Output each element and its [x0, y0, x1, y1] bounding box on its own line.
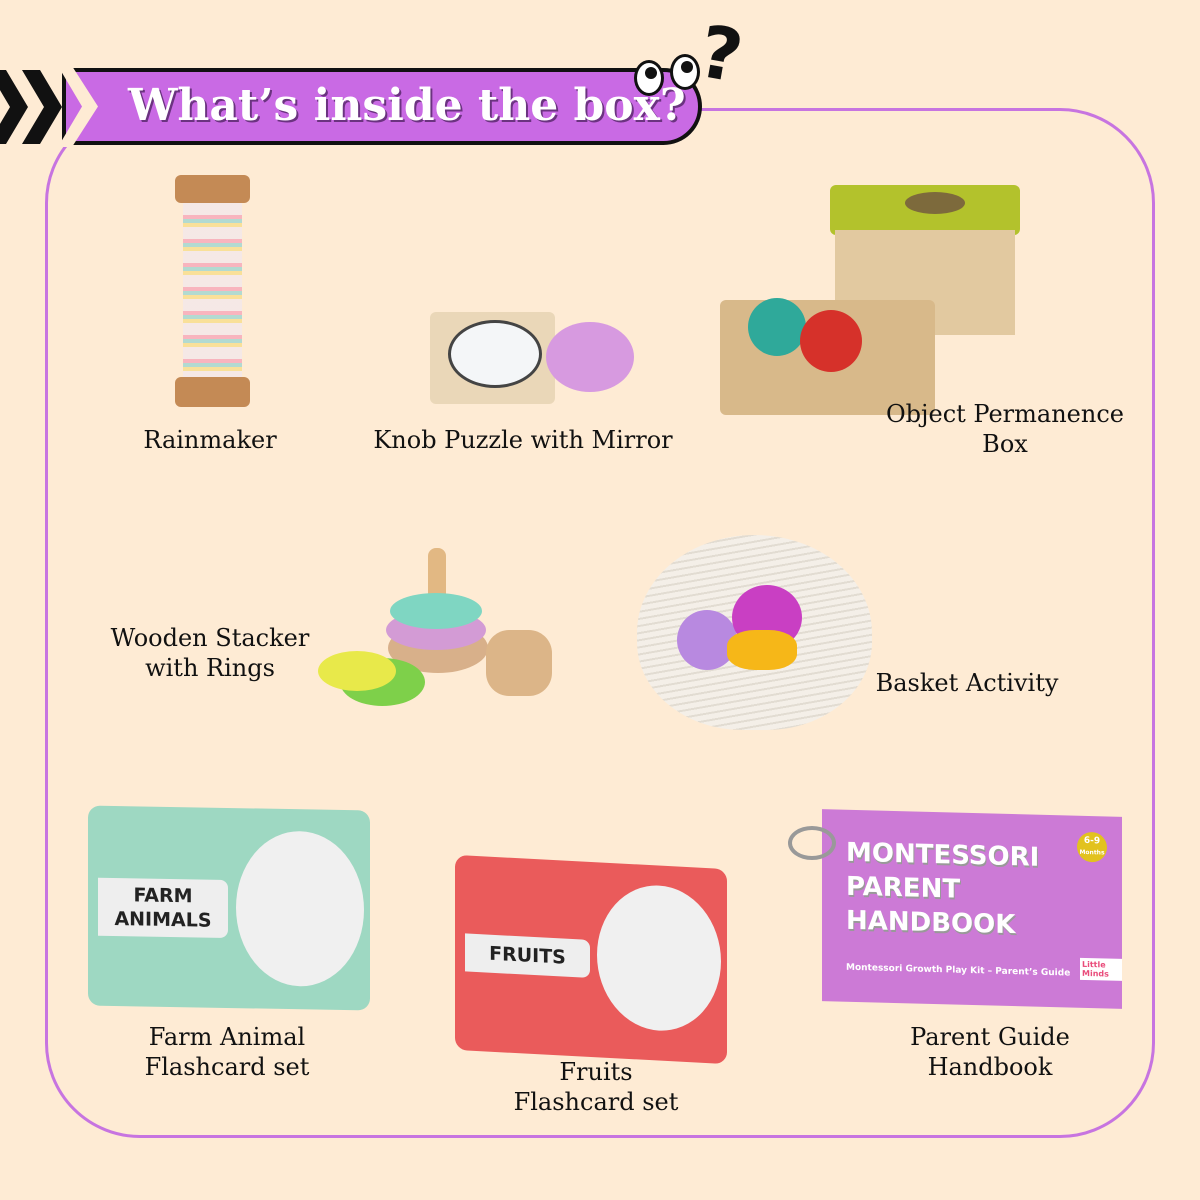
binder-ring-icon: [788, 826, 836, 860]
chevron-icon: [22, 70, 62, 144]
item-label-knob-puzzle: Knob Puzzle with Mirror: [373, 426, 673, 454]
knob-piece-image: [546, 322, 634, 392]
page-title: What’s inside the box?: [128, 80, 686, 131]
item-label-basket-activity: Basket Activity: [875, 669, 1059, 697]
fruits-flashcard-image: FRUITS: [455, 854, 727, 1065]
wooden-stacker-image: [318, 548, 558, 708]
object-permanence-box-image: [720, 170, 1020, 420]
knob-puzzle-image: [430, 312, 555, 404]
chevron-icon: [0, 70, 28, 144]
item-label-rainmaker: Rainmaker: [143, 426, 277, 454]
question-mark-icon: ?: [693, 9, 749, 99]
basket-image: [612, 530, 897, 730]
title-banner: [62, 68, 702, 145]
brand-logo: Little Minds: [1080, 957, 1122, 981]
rainmaker-image: [175, 175, 250, 407]
